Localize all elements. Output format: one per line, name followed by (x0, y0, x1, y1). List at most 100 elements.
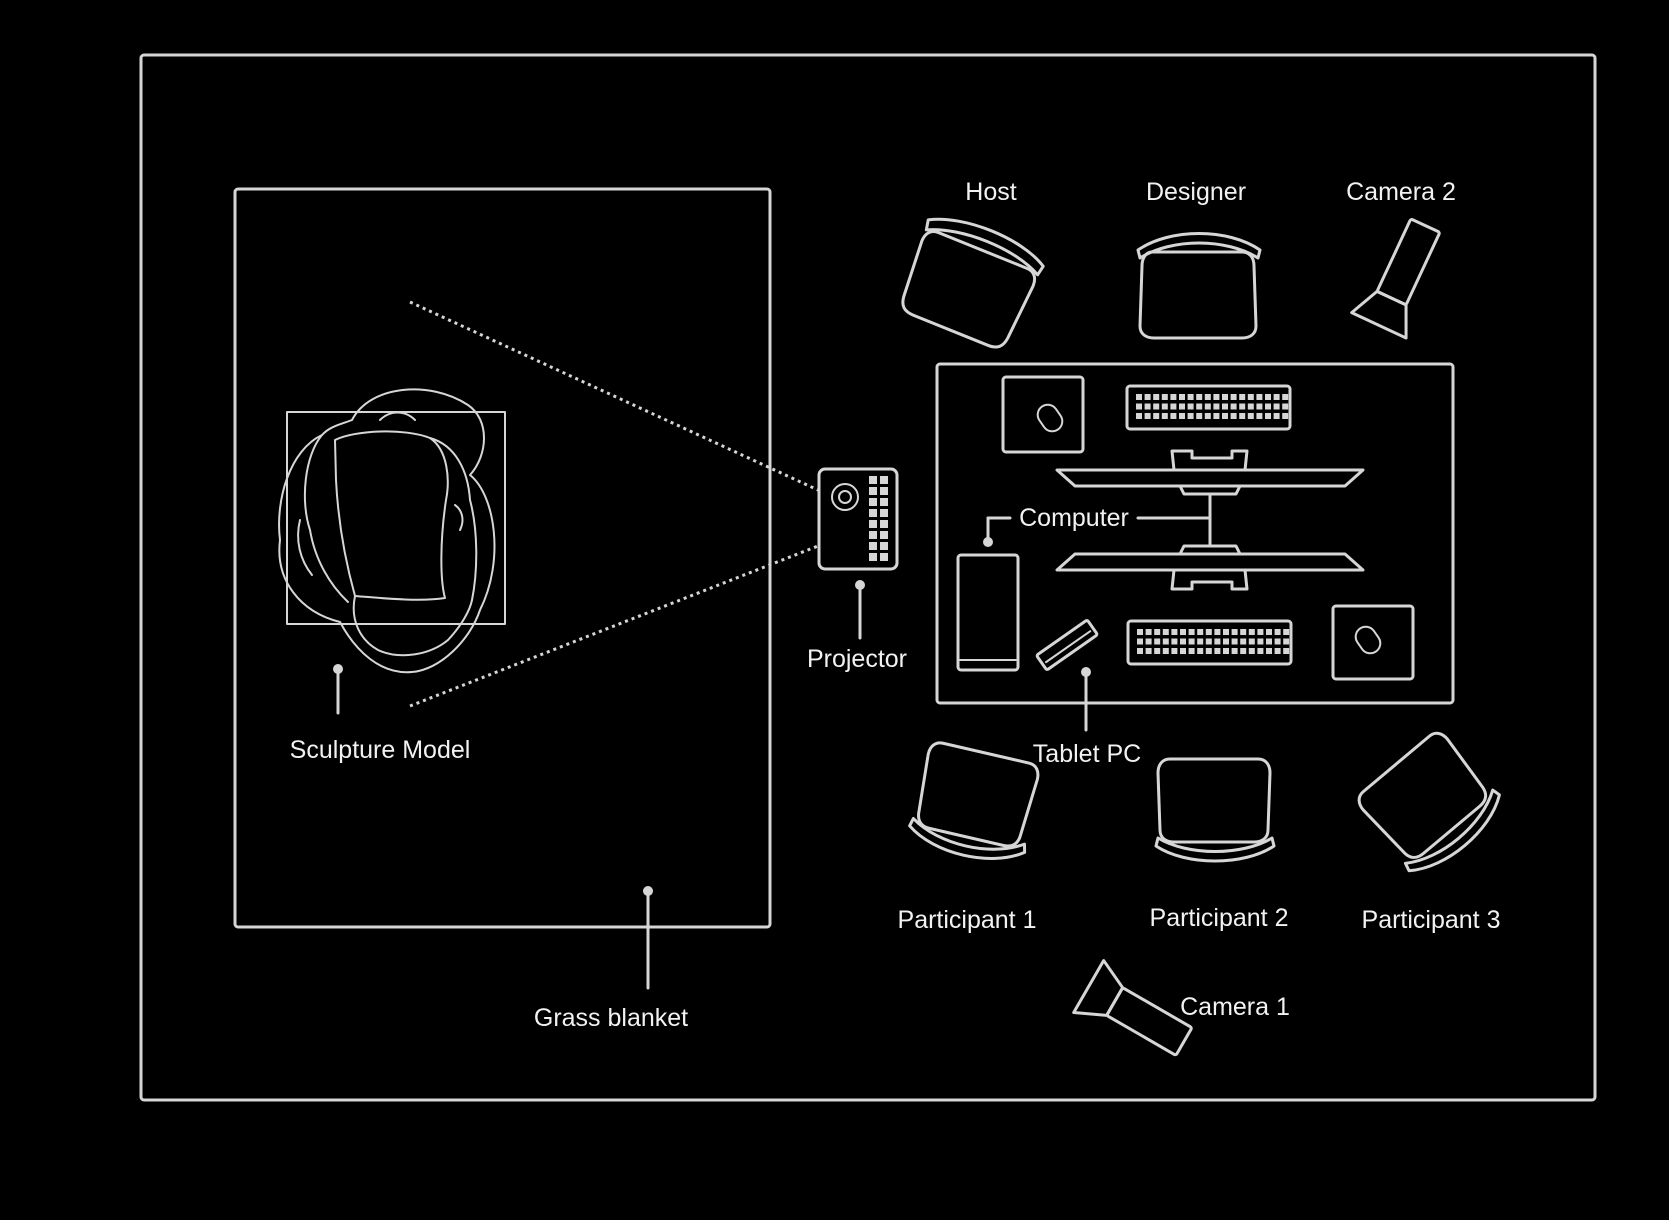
keyboard-key (1282, 394, 1289, 400)
keyboard-key (1205, 648, 1212, 654)
keyboard-key (1188, 629, 1195, 635)
projector-vent (869, 487, 877, 495)
projector-callout (855, 580, 865, 640)
keyboard-key (1214, 638, 1221, 645)
keyboard-key (1170, 394, 1177, 400)
keyboard-key (1266, 638, 1272, 645)
keyboard-key (1162, 648, 1169, 654)
projection-beam-top (409, 300, 819, 492)
keyboard-key (1247, 394, 1254, 400)
host-chair-icon (901, 217, 1045, 349)
projector-vent (880, 487, 888, 495)
mousepad-top-icon (1001, 375, 1085, 454)
keyboard-key (1248, 638, 1255, 645)
keyboard-key (1180, 629, 1186, 635)
keyboard-key (1265, 394, 1271, 400)
keyboard-key (1223, 629, 1229, 635)
keyboard-key (1161, 413, 1168, 419)
keyboard-key (1204, 413, 1211, 419)
keyboard-key (1230, 394, 1237, 400)
keyboard-key (1170, 413, 1177, 419)
keyboard-key (1153, 394, 1160, 400)
projector-vent (869, 498, 877, 506)
room-boundary (139, 53, 1597, 1102)
participant1-chair-icon (908, 741, 1040, 860)
keyboard-key (1282, 413, 1289, 419)
keyboard-key (1162, 638, 1169, 645)
keyboard-top-icon (1125, 384, 1292, 431)
keyboard-key (1171, 629, 1178, 635)
projection-beam-bottom (409, 544, 819, 708)
keyboard-key (1179, 394, 1185, 400)
keyboard-key (1274, 629, 1281, 635)
projector-vent (880, 520, 888, 528)
tablet-pc-icon (1035, 619, 1099, 671)
participant3-label: Participant 3 (1362, 906, 1501, 934)
keyboard-key (1273, 413, 1280, 419)
keyboard-key (1161, 403, 1168, 410)
keyboard-key (1213, 394, 1220, 400)
monitor-top-icon (1055, 449, 1365, 496)
projector-icon (817, 467, 899, 571)
keyboard-key (1136, 394, 1142, 400)
projector-vent (880, 531, 888, 539)
monitor-bottom-icon (1055, 544, 1365, 591)
keyboard-key (1231, 629, 1238, 635)
projector-vent (880, 509, 888, 517)
keyboard-key (1162, 629, 1169, 635)
keyboard-key (1222, 394, 1228, 400)
keyboard-key (1257, 638, 1264, 645)
keyboard-key (1240, 629, 1247, 635)
keyboard-key (1205, 629, 1212, 635)
keyboard-key (1239, 403, 1246, 410)
keyboard-key (1247, 403, 1254, 410)
keyboard-key (1257, 629, 1264, 635)
keyboard-key (1137, 648, 1143, 654)
keyboard-key (1196, 394, 1203, 400)
keyboard-key (1283, 629, 1290, 635)
participant1-label: Participant 1 (898, 906, 1037, 934)
keyboard-key (1144, 403, 1151, 410)
keyboard-key (1240, 638, 1247, 645)
keyboard-key (1145, 638, 1152, 645)
keyboard-key (1231, 638, 1238, 645)
designer-chair-icon (1136, 232, 1262, 340)
camera2-label: Camera 2 (1346, 178, 1456, 206)
projector-label: Projector (807, 645, 907, 673)
keyboard-key (1223, 648, 1229, 654)
keyboard-key (1170, 403, 1177, 410)
keyboard-key (1265, 413, 1271, 419)
keyboard-key (1187, 403, 1194, 410)
participant2-chair-icon (1154, 757, 1276, 863)
keyboard-key (1266, 629, 1272, 635)
keyboard-key (1265, 403, 1271, 410)
keyboard-key (1230, 413, 1237, 419)
keyboard-key (1196, 413, 1203, 419)
keyboard-key (1161, 394, 1168, 400)
designer-label: Designer (1146, 178, 1246, 206)
keyboard-key (1153, 403, 1160, 410)
computer-callout (983, 492, 1212, 548)
keyboard-key (1214, 629, 1221, 635)
keyboard-key (1230, 403, 1237, 410)
keyboard-key (1188, 638, 1195, 645)
keyboard-key (1282, 403, 1289, 410)
keyboard-key (1283, 638, 1290, 645)
keyboard-key (1231, 648, 1238, 654)
keyboard-key (1273, 403, 1280, 410)
camera2-icon (1350, 218, 1441, 340)
keyboard-key (1256, 394, 1263, 400)
tablet-pc-callout (1081, 667, 1091, 732)
mousepad-bottom-icon (1331, 604, 1415, 681)
computer-label: Computer (1019, 504, 1129, 532)
projector-vent (880, 476, 888, 484)
sculpture-model-label: Sculpture Model (290, 736, 471, 764)
keyboard-key (1171, 638, 1178, 645)
keyboard-key (1257, 648, 1264, 654)
keyboard-key (1187, 394, 1194, 400)
keyboard-key (1179, 403, 1185, 410)
keyboard-key (1222, 413, 1228, 419)
keyboard-key (1144, 413, 1151, 419)
grass-blanket-label: Grass blanket (534, 1004, 688, 1032)
keyboard-key (1154, 629, 1161, 635)
